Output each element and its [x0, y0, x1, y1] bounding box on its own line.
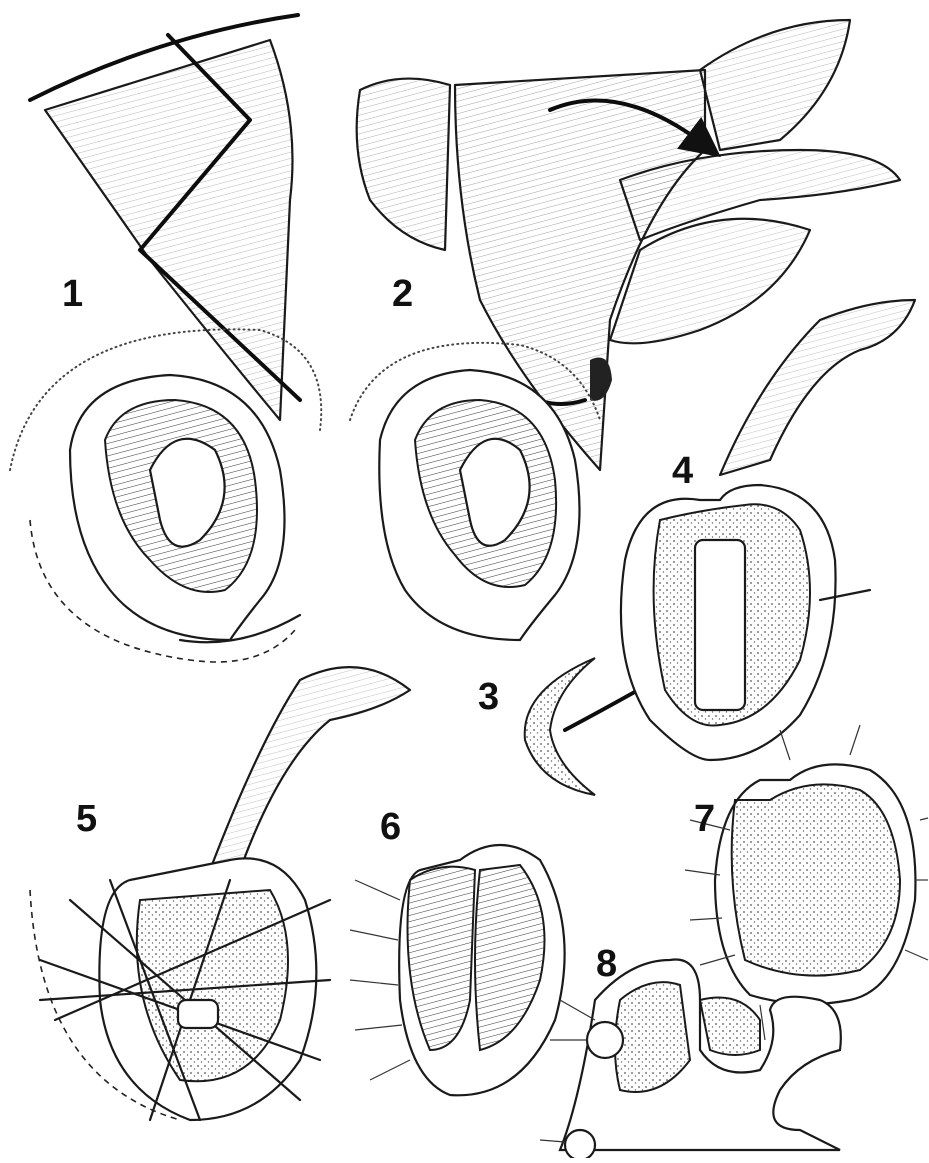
panel-label-1: 1	[62, 275, 83, 313]
panel-label-8: 8	[596, 945, 617, 983]
panel-label-4: 4	[672, 452, 693, 490]
panel-4-graft-placement	[621, 300, 915, 760]
panel-label-5: 5	[76, 800, 97, 838]
panel-5-bolster-sutures	[30, 667, 410, 1120]
embedded-cartilage	[695, 540, 745, 710]
panel-1-flap-design	[10, 15, 321, 662]
panel-label-2: 2	[392, 275, 413, 313]
panel-6-shaped-ear	[350, 845, 565, 1095]
panel-label-7: 7	[694, 800, 715, 838]
panel-label-6: 6	[380, 808, 401, 846]
panel-label-3: 3	[478, 678, 499, 716]
